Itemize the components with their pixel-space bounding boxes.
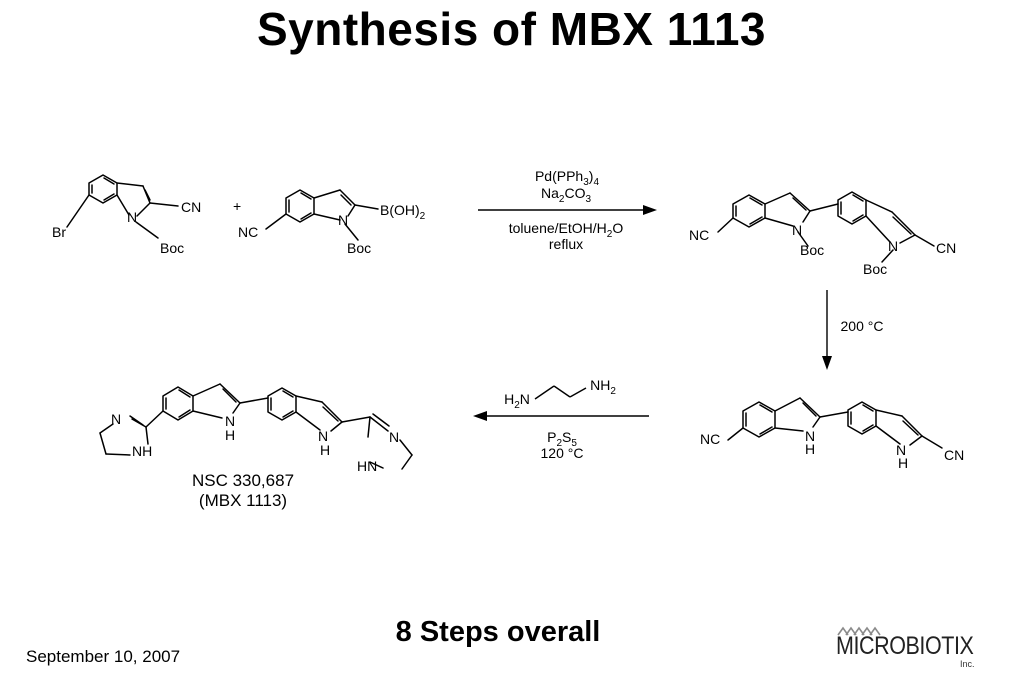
step1-solvent: toluene/EtOH/H2O	[509, 220, 624, 240]
logo-mark-icon	[837, 626, 881, 636]
step3-amine-right: NH2	[590, 377, 616, 397]
r1-n-label: N	[127, 209, 137, 225]
logo-wordmark: MICROBIOTIX	[836, 632, 974, 660]
step3-reagent: P2S5	[547, 429, 577, 449]
r2-n-label: N	[338, 212, 348, 228]
reactant2-structure	[265, 189, 379, 241]
p2-n2-label: N	[896, 442, 906, 458]
step1-base: Na2CO3	[541, 185, 591, 205]
arrow-step2-head	[822, 356, 832, 370]
ethylenediamine-structure	[534, 385, 587, 400]
reaction-conditions: Pd(PPh3)4 Na2CO3 toluene/EtOH/H2O reflux…	[504, 168, 883, 461]
p2-h1-label: H	[805, 441, 815, 457]
r1-br-label: Br	[52, 224, 66, 240]
fp-indole-n2-label: N	[318, 428, 328, 444]
steps-overall-note: 8 Steps overall	[395, 616, 601, 648]
p2-cn-label: CN	[944, 447, 964, 463]
final-product-structure	[99, 383, 413, 470]
atom-labels: Br N Boc CN + NC N Boc B(OH)2 NC N Boc N…	[52, 198, 964, 474]
step3-amine-left: H2N	[504, 391, 530, 411]
slide-title: Synthesis of MBX 1113	[256, 3, 767, 55]
r1-boc-label: Boc	[160, 240, 184, 256]
step3-temperature: 120 °C	[541, 445, 584, 461]
date-footer: September 10, 2007	[26, 647, 181, 666]
compound-nsc-number: NSC 330,687	[192, 471, 294, 490]
arrow-step3-head	[473, 411, 487, 421]
product2-structure	[727, 397, 943, 449]
reaction-arrows	[473, 205, 832, 421]
p1-cn-label: CN	[936, 240, 956, 256]
fp-nh-left-label: NH	[132, 443, 152, 459]
r2-boronic-label: B(OH)2	[380, 202, 426, 222]
plus-sign: +	[233, 198, 241, 214]
fp-n-left-label: N	[111, 411, 121, 427]
step2-temperature: 200 °C	[841, 318, 884, 334]
r1-cn-label: CN	[181, 199, 201, 215]
fp-n-right-label: N	[389, 429, 399, 445]
p1-boc2-label: Boc	[863, 261, 887, 277]
r2-nc-label: NC	[238, 224, 258, 240]
fp-h1-label: H	[225, 427, 235, 443]
fp-indole-n1-label: N	[225, 413, 235, 429]
step1-reflux: reflux	[549, 236, 583, 252]
compound-mbx-code: (MBX 1113)	[199, 491, 287, 510]
p1-nc-label: NC	[689, 227, 709, 243]
fp-h2-label: H	[320, 442, 330, 458]
p1-boc1-label: Boc	[800, 242, 824, 258]
p2-nc-label: NC	[700, 431, 720, 447]
r2-boc-label: Boc	[347, 240, 371, 256]
reactant1-structure	[66, 174, 179, 239]
arrow-step1-head	[643, 205, 657, 215]
p2-h2-label: H	[898, 455, 908, 471]
p1-n2-label: N	[888, 238, 898, 254]
p1-n1-label: N	[792, 222, 802, 238]
fp-hn-right-label: HN	[357, 458, 377, 474]
p2-nh1-n-label: N	[805, 428, 815, 444]
final-product-name: NSC 330,687 (MBX 1113)	[192, 471, 294, 510]
company-logo: MICROBIOTIX Inc.	[834, 626, 984, 672]
logo-inc-suffix: Inc.	[960, 659, 975, 669]
product1-structure	[717, 191, 935, 263]
